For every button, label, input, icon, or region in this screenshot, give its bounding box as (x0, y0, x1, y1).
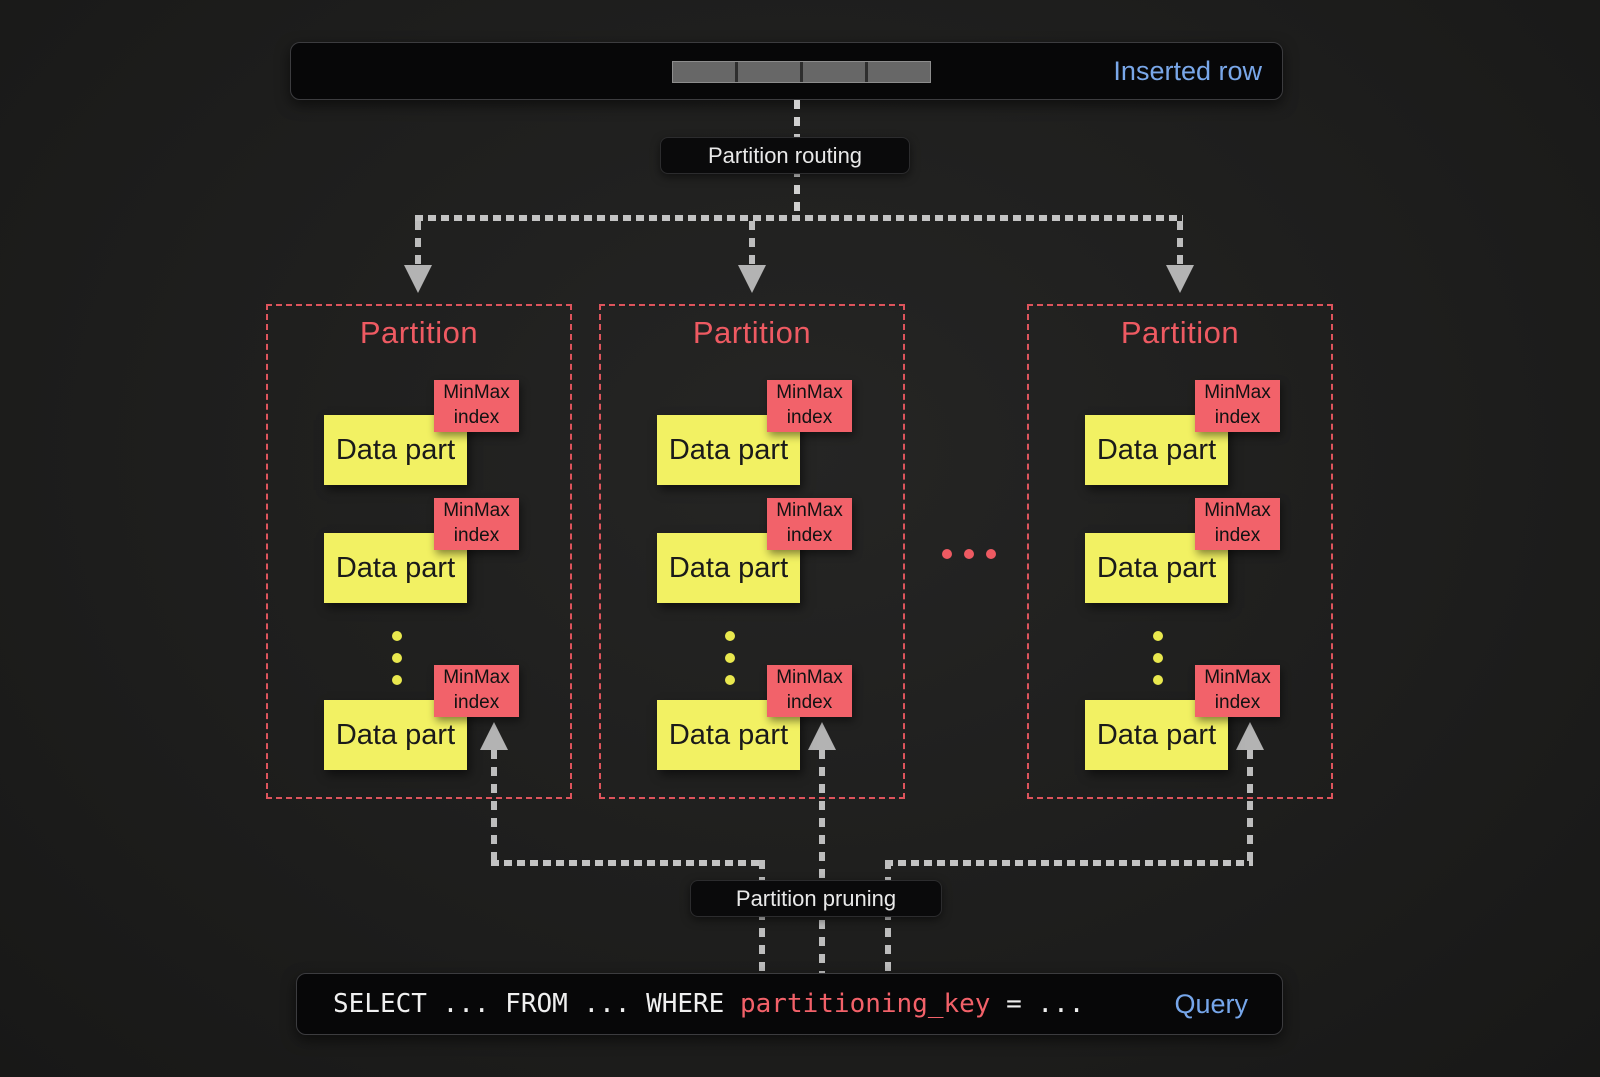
data-part-box: Data part (324, 700, 467, 770)
partition-box-1: Partition MinMax index Data part MinMax … (266, 304, 572, 799)
arrow-up-icon (808, 722, 836, 750)
query-code-suffix: = ... (990, 989, 1085, 1019)
minmax-index-tag: MinMax index (1195, 498, 1280, 550)
vertical-ellipsis-dots (725, 631, 735, 685)
pruning-branch-left-up (491, 750, 497, 866)
minmax-index-tag: MinMax index (434, 380, 519, 432)
minmax-index-tag: MinMax index (434, 498, 519, 550)
vertical-ellipsis-dots (1153, 631, 1163, 685)
partition-routing-label: Partition routing (660, 137, 910, 174)
partition-title: Partition (1120, 315, 1240, 350)
arrow-down-icon (1166, 265, 1194, 293)
routing-branch-right (1177, 221, 1183, 265)
partition-title: Partition (359, 315, 479, 350)
partition-routing-text: Partition routing (707, 142, 863, 168)
query-code: SELECT ... FROM ... WHERE partitioning_k… (333, 974, 1084, 1034)
minmax-index-tag: MinMax index (1195, 665, 1280, 717)
vertical-ellipsis-dots (392, 631, 402, 685)
query-code-prefix: SELECT ... FROM ... WHERE (333, 989, 740, 1019)
arrow-up-icon (1236, 722, 1264, 750)
minmax-index-tag: MinMax index (767, 665, 852, 717)
arrow-down-icon (738, 265, 766, 293)
routing-branch-middle (749, 221, 755, 265)
horizontal-ellipsis-dots (942, 549, 996, 559)
row-segment (868, 62, 930, 82)
minmax-index-tag: MinMax index (767, 498, 852, 550)
row-segment (803, 62, 865, 82)
pruning-line-horizontal-left (491, 860, 765, 866)
arrow-up-icon (480, 722, 508, 750)
data-part-box: Data part (1085, 415, 1228, 485)
minmax-index-tag: MinMax index (1195, 380, 1280, 432)
pruning-branch-middle (819, 750, 825, 973)
row-segment (673, 62, 735, 82)
partition-box-2: Partition MinMax index Data part MinMax … (599, 304, 905, 799)
inserted-row-segments (672, 61, 931, 83)
minmax-index-tag: MinMax index (434, 665, 519, 717)
partition-title: Partition (692, 315, 812, 350)
partition-box-3: Partition MinMax index Data part MinMax … (1027, 304, 1333, 799)
routing-line-horizontal (415, 215, 1183, 221)
pruning-line-horizontal-right (885, 860, 1253, 866)
partition-pruning-text: Partition pruning (735, 885, 897, 911)
query-partitioning-key: partitioning_key (740, 989, 991, 1019)
routing-branch-left (415, 221, 421, 265)
partition-pruning-label: Partition pruning (690, 880, 942, 917)
query-label: Query (1174, 988, 1248, 1019)
arrow-down-icon (404, 265, 432, 293)
minmax-index-tag: MinMax index (767, 380, 852, 432)
query-box: SELECT ... FROM ... WHERE partitioning_k… (296, 973, 1283, 1035)
row-segment (738, 62, 800, 82)
inserted-row-box: Inserted row (290, 42, 1283, 100)
pruning-branch-right-up (1247, 750, 1253, 866)
inserted-row-label: Inserted row (1113, 55, 1262, 86)
